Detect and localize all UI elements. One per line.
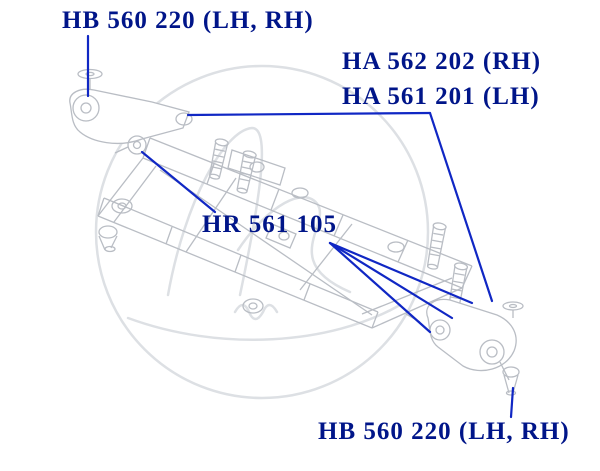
part-label-ha-561-201-lh: HA 561 201 (LH) (342, 83, 540, 110)
leader-lines (86, 34, 515, 419)
bolt (208, 138, 229, 180)
leader-bottom-label (509, 386, 515, 419)
part-label-hr-561-105: HR 561 105 (202, 211, 337, 238)
upper-washer (77, 68, 103, 92)
subframe-line-art (69, 68, 524, 396)
upper-control-arm (69, 88, 193, 155)
brand-watermark (94, 64, 430, 400)
bolt (236, 150, 257, 194)
leader-mid-label-fan-2 (328, 241, 454, 320)
lower-control-arm (405, 298, 524, 396)
bolt (426, 222, 447, 270)
leader-right-labels-to-lower-arm (428, 111, 494, 303)
part-label-ha-562-202-rh: HA 562 202 (RH) (342, 48, 542, 75)
leader-mid-label-fan-1 (328, 241, 432, 334)
leader-right-labels-to-upper-arm (186, 111, 432, 117)
part-label-hb-560-220-top: HB 560 220 (LH, RH) (62, 7, 314, 34)
part-label-hb-560-220-bottom: HB 560 220 (LH, RH) (318, 418, 570, 445)
leader-mid-label-to-upper-bushing (140, 150, 217, 214)
leader-mid-label-fan-3 (328, 241, 474, 305)
